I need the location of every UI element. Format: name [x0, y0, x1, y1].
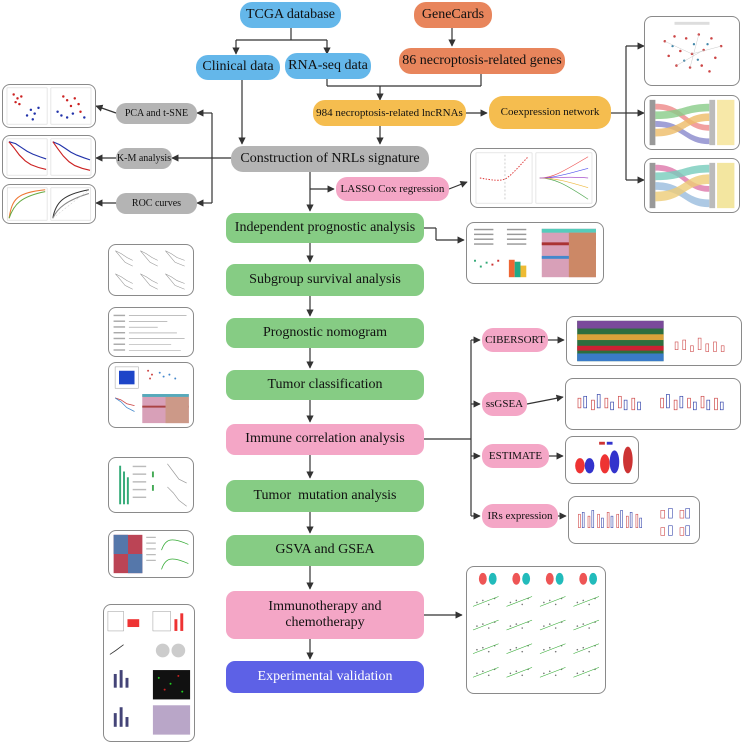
- clinical-data-label: Clinical data: [202, 59, 274, 75]
- experimental-validation-box: Experimental validation: [226, 661, 424, 693]
- irs-expression-box: IRs expression: [482, 504, 558, 528]
- experimental-validation-thumbnail: [103, 604, 195, 742]
- genecards-label: GeneCards: [421, 6, 485, 22]
- irs-expression-thumbnail: [568, 496, 700, 544]
- pca-tsne-label: PCA and t-SNE: [124, 107, 189, 119]
- sankey-plot-thumbnail-1: [644, 95, 740, 150]
- clinical-data-box: Clinical data: [196, 55, 280, 80]
- immune-correlation-label: Immune correlation analysis: [245, 431, 405, 447]
- network-plot-thumbnail: [644, 16, 740, 86]
- prognostic-nomogram-box: Prognostic nomogram: [226, 318, 424, 348]
- ssgsea-box: ssGSEA: [482, 392, 527, 416]
- independent-prognostic-label: Independent prognostic analysis: [234, 219, 416, 235]
- bar-chart-icon: [119, 463, 187, 507]
- coexpression-network-box: Coexpression network: [489, 96, 611, 129]
- km-analysis-label: K-M analysis: [116, 152, 172, 164]
- immunotherapy-box: Immunotherapy and chemotherapy: [226, 591, 424, 639]
- tcga-database-box: TCGA database: [240, 2, 341, 28]
- pca-tsne-box: PCA and t-SNE: [116, 103, 197, 124]
- violin-plot-icon: [575, 441, 633, 474]
- necroptosis-genes-label: 86 necroptosis-related genes: [402, 52, 562, 68]
- immunotherapy-label-line2: chemotherapy: [285, 615, 365, 630]
- tumor-classification-thumbnail: [108, 362, 194, 428]
- immunotherapy-thumbnail: [466, 566, 606, 694]
- subgroup-survival-box: Subgroup survival analysis: [226, 264, 424, 296]
- roc-curves-thumbnail: [2, 184, 96, 224]
- km-analysis-box: K-M analysis: [116, 148, 172, 169]
- nrl-signature-label: Construction of NRLs signature: [240, 150, 420, 166]
- nomogram-icon: [113, 314, 187, 351]
- subgroup-survival-thumbnail: [108, 244, 194, 296]
- roc-curves-label: ROC curves: [131, 197, 182, 209]
- tumor-classification-box: Tumor classification: [226, 370, 424, 400]
- gsva-gsea-label: GSVA and GSEA: [275, 542, 375, 558]
- cibersort-box: CIBERSORT: [482, 328, 548, 352]
- estimate-label: ESTIMATE: [488, 449, 543, 462]
- gsea-plot-icon: [113, 534, 189, 574]
- immunotherapy-label-line1: Immunotherapy and: [268, 598, 382, 614]
- tumor-classification-label: Tumor classification: [267, 376, 383, 392]
- lasso-thumbnail: [470, 148, 597, 208]
- lasso-plot-icon: [475, 152, 593, 204]
- sankey-plot-icon: [649, 99, 735, 146]
- coexpression-network-label: Coexpression network: [500, 106, 600, 119]
- necroptosis-lncrnas-label: 984 necroptosis-related lncRNAs: [316, 106, 463, 119]
- ssgsea-label: ssGSEA: [485, 397, 524, 410]
- nomogram-thumbnail: [108, 307, 194, 357]
- roc-curve-icon: [6, 187, 92, 221]
- necroptosis-lncrnas-box: 984 necroptosis-related lncRNAs: [313, 100, 466, 126]
- estimate-box: ESTIMATE: [482, 444, 549, 468]
- estimate-thumbnail: [565, 436, 639, 484]
- lasso-cox-box: LASSO Cox regression: [336, 177, 449, 201]
- scatter-plot-icon: [6, 87, 92, 125]
- immune-correlation-box: Immune correlation analysis: [226, 424, 424, 455]
- necroptosis-genes-box: 86 necroptosis-related genes: [399, 48, 565, 74]
- cibersort-label: CIBERSORT: [485, 333, 545, 346]
- genecards-box: GeneCards: [414, 2, 492, 28]
- survival-curve-icon: [6, 138, 92, 176]
- gsva-gsea-thumbnail: [108, 530, 194, 578]
- sankey-plot-icon: [649, 162, 735, 209]
- subgroup-survival-label: Subgroup survival analysis: [249, 271, 401, 287]
- experimental-validation-label: Experimental validation: [257, 668, 393, 684]
- scatter-plot-icon: [472, 572, 600, 678]
- cibersort-thumbnail: [566, 316, 742, 366]
- consensus-heatmap-icon: [114, 366, 189, 424]
- gsva-gsea-box: GSVA and GSEA: [226, 535, 424, 566]
- independent-prognostic-thumbnail: [466, 222, 604, 284]
- survival-curve-icon: [115, 250, 185, 290]
- tcga-database-label: TCGA database: [245, 6, 336, 22]
- sankey-plot-thumbnail-2: [644, 158, 740, 213]
- km-analysis-thumbnail: [2, 135, 96, 179]
- blot-image-icon: [107, 611, 191, 735]
- boxplot-icon: [578, 508, 690, 536]
- irs-expression-label: IRs expression: [487, 509, 553, 522]
- rna-seq-data-box: RNA-seq data: [285, 53, 371, 79]
- prognostic-nomogram-label: Prognostic nomogram: [262, 324, 388, 340]
- lasso-cox-label: LASSO Cox regression: [340, 182, 445, 195]
- boxplot-icon: [577, 394, 724, 411]
- tumor-mutation-box: Tumor mutation analysis: [226, 480, 424, 512]
- network-plot-icon: [663, 21, 723, 73]
- ssgsea-thumbnail: [565, 378, 741, 430]
- tumor-mutation-label: Tumor mutation analysis: [253, 487, 397, 503]
- nrl-signature-box: Construction of NRLs signature: [231, 146, 429, 172]
- pca-tsne-thumbnail: [2, 84, 96, 128]
- tumor-mutation-thumbnail: [108, 457, 194, 513]
- independent-prognostic-box: Independent prognostic analysis: [226, 213, 424, 243]
- forest-heatmap-icon: [474, 228, 596, 278]
- roc-curves-box: ROC curves: [116, 193, 197, 214]
- rna-seq-data-label: RNA-seq data: [288, 57, 368, 73]
- bar-chart-icon: [577, 320, 725, 362]
